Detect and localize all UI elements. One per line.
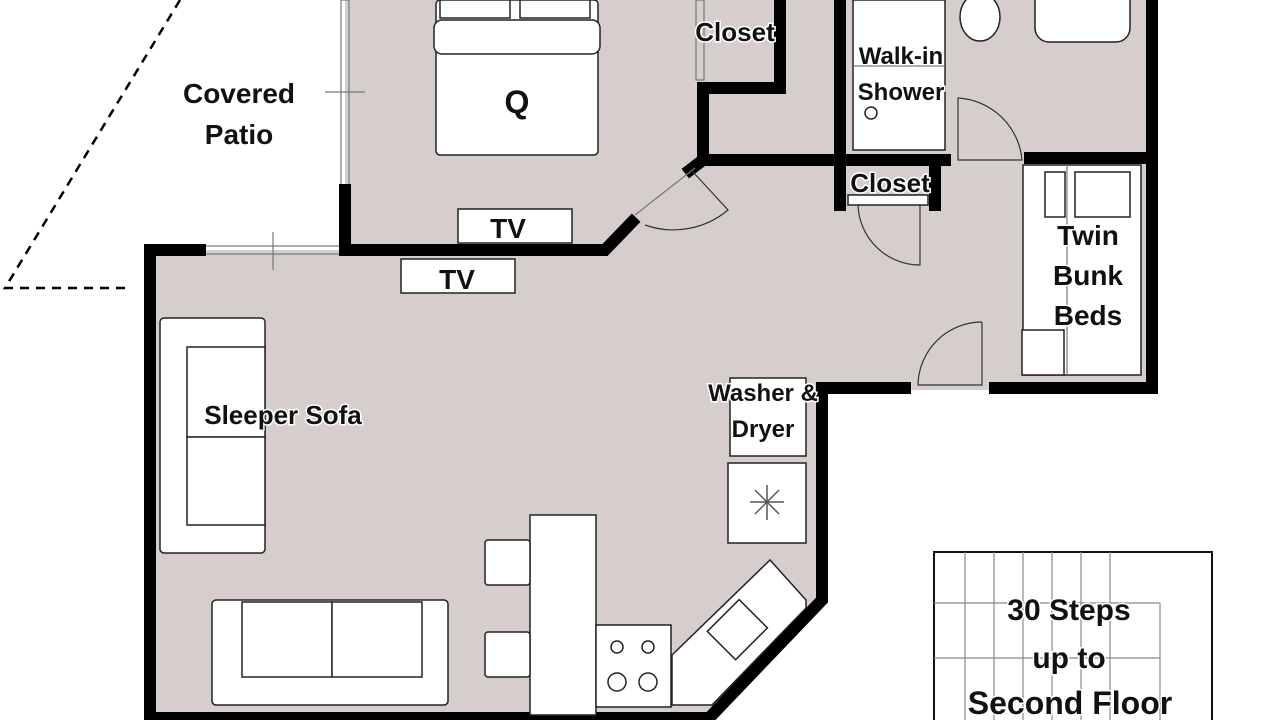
sink-icon [1034,0,1131,43]
bedroom-closet-label: Closet [695,17,775,47]
stairs-label: Second Floor [968,685,1172,720]
covered-patio-label: Covered [183,78,295,109]
room-labels: Covered Patio Q Closet Walk-in Shower Cl… [181,16,1173,720]
bar-stool [484,539,531,586]
sink-icon [706,598,769,661]
walls [144,0,1158,720]
sleeper-sofa [159,317,266,554]
toilet-icon [959,0,1001,42]
twin-bunk-beds-label: Beds [1054,300,1122,331]
fridge-icon [727,462,807,544]
tv-bedroom [457,208,573,244]
stairs [933,551,1213,720]
tv-living-label: TV [439,264,475,295]
bathroom-fixtures [852,0,1131,151]
covered-patio-outline [2,0,182,290]
sofa [211,599,449,706]
twin-bunk-beds-label: Bunk [1053,260,1123,291]
stairs-label: up to [1032,642,1105,675]
hall-closet-label: Closet [850,168,930,198]
stairs-label: 30 Steps [1007,594,1130,627]
stove-icon [595,624,672,708]
bar-counter [529,514,597,716]
washer-dryer [729,377,807,457]
hall-closet-rod [847,194,929,206]
twin-bunk-beds-label: Twin [1057,220,1119,251]
queen-bed-label: Q [505,84,530,120]
bar-stool [484,631,531,678]
tv-bedroom-label: TV [490,213,526,244]
washer-dryer-label: Dryer [732,416,795,443]
walk-in-shower-label: Walk-in [859,43,943,70]
kitchen [484,377,807,716]
sleeper-sofa-label: Sleeper Sofa [204,400,362,430]
queen-bed [433,0,601,156]
bunk-beds [1021,164,1142,376]
fan-icon [750,485,784,520]
walk-in-shower-label: Shower [858,79,945,106]
covered-patio-label: Patio [205,119,273,150]
washer-dryer-label: Washer & [708,380,818,407]
doors [634,97,1023,386]
tv-living [400,258,516,294]
